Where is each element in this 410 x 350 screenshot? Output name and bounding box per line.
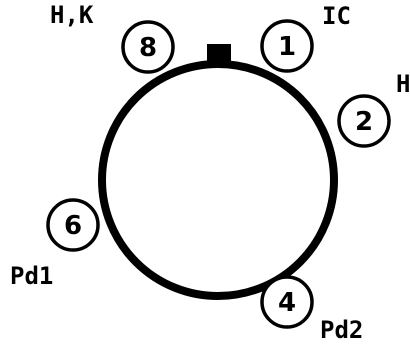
node-4-number: 4 — [278, 288, 296, 318]
node-1-number: 1 — [278, 32, 296, 62]
node-8: 8 — [121, 20, 175, 74]
node-4-label: Pd2 — [320, 316, 363, 344]
node-8-label: H,K — [50, 1, 94, 29]
node-6-number: 6 — [64, 211, 82, 241]
node-1-circle — [260, 19, 314, 73]
node-8-circle — [121, 20, 175, 74]
node-6: 6 — [46, 198, 100, 252]
node-6-circle — [46, 198, 100, 252]
node-6-label: Pd1 — [10, 262, 53, 290]
node-4-circle — [260, 275, 314, 329]
node-2: 2 — [337, 94, 391, 148]
node-8-number: 8 — [139, 33, 157, 63]
node-4: 4 — [260, 275, 314, 329]
node-1: 1 — [260, 19, 314, 73]
top-marker — [207, 44, 231, 68]
node-2-number: 2 — [355, 107, 373, 137]
node-1-label: IC — [322, 2, 351, 30]
main-ring — [98, 60, 338, 300]
node-2-label: H — [396, 70, 410, 98]
node-2-circle — [337, 94, 391, 148]
